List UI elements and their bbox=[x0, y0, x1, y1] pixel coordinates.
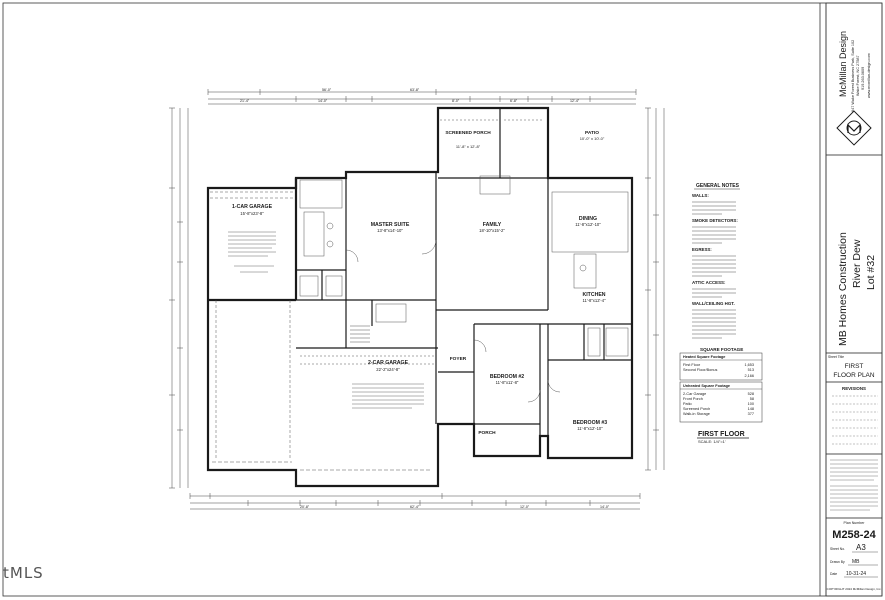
room-dim-kitchen: 11'-8"x12'-4" bbox=[582, 298, 606, 303]
sheet-title-1: FIRST bbox=[845, 363, 864, 370]
room-label-screened: SCREENED PORCH bbox=[445, 130, 491, 136]
general-notes-title: GENERAL NOTES bbox=[696, 183, 740, 189]
date-label: Date bbox=[830, 572, 837, 576]
drawn-by-label: Drawn By bbox=[830, 560, 845, 564]
sqft-unheated-label-0: 2-Car Garage bbox=[683, 392, 706, 396]
room-label-patio: PATIO bbox=[585, 130, 599, 136]
room-label-kitchen: KITCHEN bbox=[582, 292, 605, 298]
svg-text:12'-0": 12'-0" bbox=[520, 505, 530, 509]
dimension-lines bbox=[169, 89, 665, 510]
room-dim-bedroom2: 11'-8"x11'-8" bbox=[496, 380, 519, 385]
room-label-family: FAMILY bbox=[483, 222, 502, 228]
svg-text:56'-0": 56'-0" bbox=[322, 88, 332, 92]
svg-text:14'-0": 14'-0" bbox=[600, 505, 610, 509]
plan-title: FIRST FLOOR SCALE: 1/4"=1' bbox=[697, 431, 749, 444]
general-notes: GENERAL NOTES WALLS: SMOKE DETECTORS: EG… bbox=[692, 183, 740, 339]
room-label-garage2: 2-CAR GARAGE bbox=[368, 360, 409, 366]
title-block: McMillan Design 847 Wake Forest Business… bbox=[819, 2, 883, 597]
sqft-heated-value-2: 2,166 bbox=[744, 374, 754, 378]
sqft-unheated-header: Unheated Square Footage bbox=[683, 384, 730, 388]
mls-watermark: tMLS bbox=[3, 564, 44, 582]
sheet-title-label: Sheet Title bbox=[828, 355, 844, 359]
sqft-title: SQUARE FOOTAGE bbox=[700, 347, 743, 352]
dimension-text: 56'-0" 63'-8" 21'-4" 14'-0" 8'-0" 6'-8" … bbox=[240, 88, 610, 509]
mcmillan-logo-icon bbox=[836, 110, 872, 146]
room-dim-master: 13'-8"x14'-10" bbox=[377, 228, 403, 233]
copyright: COPYRIGHT 2024 McMillan Design, Inc. bbox=[827, 587, 882, 591]
revisions-label: REVISIONS bbox=[842, 386, 866, 391]
notes-heading-smoke: SMOKE DETECTORS: bbox=[692, 218, 738, 223]
notes-heading-wall-ceiling: WALL/CEILING HGT. bbox=[692, 301, 735, 306]
room-label-foyer: FOYER bbox=[450, 356, 467, 362]
sqft-unheated-label-3: Screened Porch bbox=[683, 407, 710, 411]
sqft-heated-label-0: First Floor bbox=[683, 363, 701, 367]
room-label-bedroom3: BEDROOM #3 bbox=[573, 420, 607, 426]
svg-text:62'-4": 62'-4" bbox=[410, 505, 420, 509]
plan-scale-text: SCALE: 1/4"=1' bbox=[698, 439, 726, 444]
room-dim-garage2: 22'-2"x24'-8" bbox=[376, 367, 400, 372]
svg-text:63'-8": 63'-8" bbox=[410, 88, 420, 92]
firm-city: Wake Forest, NC 27587 bbox=[856, 55, 860, 96]
room-dim-bedroom3: 11'-8"x12'-10" bbox=[577, 426, 603, 431]
room-label-dining: DINING bbox=[579, 216, 597, 222]
room-dim-dining: 11'-8"x12'-10" bbox=[575, 222, 601, 227]
notes-heading-walls: WALLS: bbox=[692, 193, 709, 198]
room-label-garage1: 1-CAR GARAGE bbox=[232, 204, 273, 210]
exterior-walls bbox=[206, 106, 634, 488]
room-labels: 1-CAR GARAGE 15'-8"x23'-8" MASTER SUITE … bbox=[232, 130, 607, 436]
firm-name: McMillan Design bbox=[838, 31, 848, 97]
room-dim-patio: 10'-0" x 10'-0" bbox=[580, 136, 605, 141]
room-dim-family: 18'-10"x15'-2" bbox=[479, 228, 505, 233]
sqft-heated-label-1: Second Floor/Bonus bbox=[683, 368, 718, 372]
lot-number: Lot #32 bbox=[865, 255, 877, 290]
notes-heading-egress: EGRESS: bbox=[692, 247, 712, 252]
room-label-bedroom2: BEDROOM #2 bbox=[490, 374, 524, 380]
firm-web: www.mcmillan-design.com bbox=[867, 53, 871, 98]
firm-phone: 919.263.0609 bbox=[861, 67, 865, 90]
sheet-no: A3 bbox=[856, 543, 866, 552]
sqft-unheated-label-4: Walk-in Storage bbox=[683, 412, 710, 416]
room-dim-garage1: 15'-8"x23'-8" bbox=[240, 211, 264, 216]
svg-text:8'-0": 8'-0" bbox=[452, 99, 460, 103]
sheet-title-2: FLOOR PLAN bbox=[833, 372, 874, 379]
room-dim-screened: 11'-8" x 12'-8" bbox=[456, 144, 481, 149]
svg-text:21'-4": 21'-4" bbox=[240, 99, 250, 103]
sqft-unheated-value-3: 148 bbox=[748, 407, 754, 411]
drawn-by: MB bbox=[852, 559, 860, 565]
svg-text:12'-4": 12'-4" bbox=[570, 99, 580, 103]
sqft-unheated-label-1: Front Porch bbox=[683, 397, 703, 401]
svg-text:14'-0": 14'-0" bbox=[318, 99, 328, 103]
sqft-unheated-label-2: Patio bbox=[683, 402, 692, 406]
sqft-unheated-value-1: 58 bbox=[750, 397, 754, 401]
plan-number-label: Plan Number bbox=[844, 521, 866, 525]
plan-notes bbox=[228, 231, 424, 409]
square-footage-table: SQUARE FOOTAGE Heated Square Footage Fir… bbox=[679, 347, 763, 423]
firm-address: 847 Wake Forest Business Park, Suite 102 bbox=[851, 40, 855, 112]
date-value: 10-31-24 bbox=[846, 571, 866, 577]
plan-number: M258-24 bbox=[832, 529, 876, 541]
room-label-master: MASTER SUITE bbox=[371, 222, 410, 228]
svg-text:20'-8": 20'-8" bbox=[300, 505, 310, 509]
sqft-heated-value-1: 513 bbox=[748, 368, 754, 372]
sqft-heated-value-0: 1,653 bbox=[744, 363, 754, 367]
svg-text:6'-8": 6'-8" bbox=[510, 99, 518, 103]
notes-heading-attic: ATTIC ACCESS: bbox=[692, 280, 726, 285]
sqft-heated-header: Heated Square Footage bbox=[683, 355, 725, 359]
sqft-unheated-value-4: 377 bbox=[748, 412, 754, 416]
interior-walls bbox=[296, 108, 632, 458]
sqft-unheated-value-0: 528 bbox=[748, 392, 754, 396]
client-name: MB Homes Construction bbox=[837, 232, 849, 346]
room-label-porch: PORCH bbox=[478, 430, 496, 436]
plan-title-text: FIRST FLOOR bbox=[698, 431, 745, 438]
sheet-no-label: Sheet No. bbox=[830, 547, 845, 551]
fixtures bbox=[210, 119, 629, 471]
project-name: River Dew bbox=[851, 239, 863, 288]
sqft-unheated-value-2: 100 bbox=[748, 402, 754, 406]
